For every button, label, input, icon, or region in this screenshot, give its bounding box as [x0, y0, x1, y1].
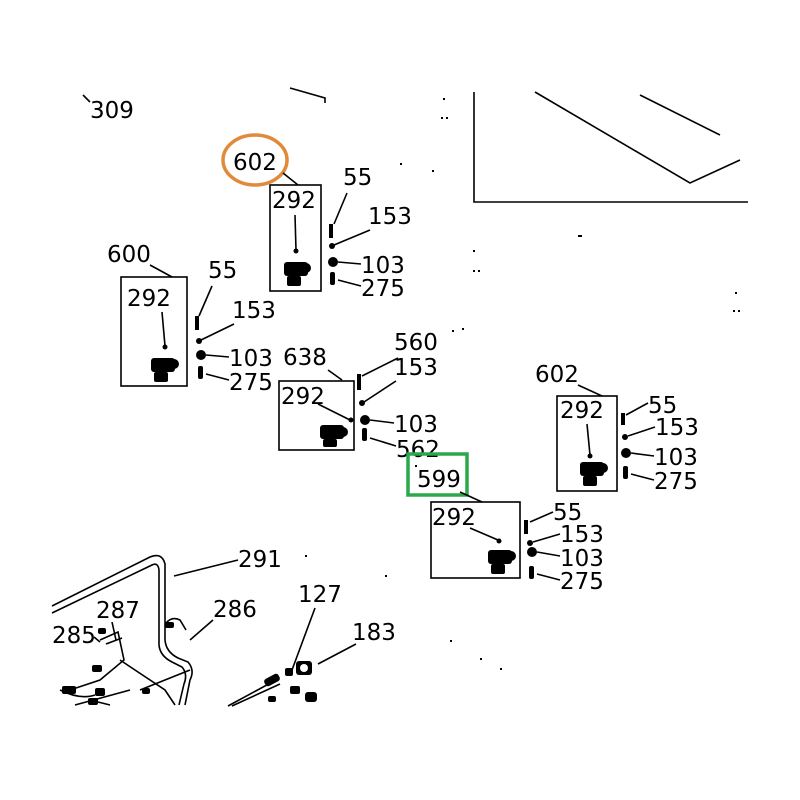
label-55-e: 55	[553, 500, 582, 526]
stray-dots	[305, 98, 740, 670]
label-292-b: 292	[127, 286, 171, 312]
label-153-a: 153	[368, 204, 412, 230]
box-600	[120, 276, 188, 387]
label-127: 127	[298, 582, 342, 608]
label-183: 183	[352, 620, 396, 646]
valve-d	[580, 462, 608, 486]
label-292-e: 292	[432, 505, 476, 531]
label-153-e: 153	[560, 522, 604, 548]
assembly-602-top: 602 292 55 153 103 275	[221, 133, 412, 302]
valve-c	[320, 425, 348, 447]
label-55-d: 55	[648, 393, 677, 419]
label-55-a: 55	[343, 165, 372, 191]
label-103-b: 103	[229, 346, 273, 372]
valve-e	[488, 550, 516, 574]
label-599: 599	[417, 467, 461, 493]
top-right-plate	[289, 87, 748, 203]
label-291: 291	[238, 547, 282, 573]
assembly-638: 638 292 560 153 103 562	[278, 330, 440, 463]
label-560: 560	[394, 330, 438, 356]
label-287: 287	[96, 598, 140, 624]
box-638	[278, 380, 355, 451]
label-292-d: 292	[560, 398, 604, 424]
fittings-127-183: 127 183	[268, 582, 396, 702]
label-275-b: 275	[229, 370, 273, 396]
piping-assembly: 291 287 286 285	[51, 547, 282, 707]
label-600: 600	[107, 242, 151, 268]
label-153-c: 153	[394, 355, 438, 381]
box-599	[430, 501, 521, 579]
label-285: 285	[52, 623, 96, 649]
label-55-b: 55	[208, 258, 237, 284]
box-602-right	[556, 395, 618, 492]
orange-highlight-circle	[221, 133, 289, 187]
assembly-600: 600 292 55 153 103 275	[107, 242, 276, 396]
label-638: 638	[283, 345, 327, 371]
box-602-top	[269, 184, 322, 292]
label-275-d: 275	[654, 469, 698, 495]
label-562: 562	[396, 437, 440, 463]
leader-309	[82, 94, 91, 103]
assembly-599: 599 292 55 153 103 275	[406, 452, 604, 595]
label-275-e: 275	[560, 569, 604, 595]
label-286: 286	[213, 597, 257, 623]
label-602-top: 602	[233, 150, 277, 176]
valve-a	[284, 262, 311, 286]
green-highlight-box	[406, 452, 469, 497]
label-275-a: 275	[361, 276, 405, 302]
label-292-a: 292	[272, 188, 316, 214]
label-153-b: 153	[232, 298, 276, 324]
label-292-c: 292	[281, 384, 325, 410]
label-103-a: 103	[361, 253, 405, 279]
label-309: 309	[90, 98, 134, 124]
label-103-e: 103	[560, 546, 604, 572]
label-153-d: 153	[655, 415, 699, 441]
valve-b	[151, 358, 179, 382]
assembly-602-right: 602 292 55 153 103 275	[535, 362, 699, 495]
label-103-c: 103	[394, 412, 438, 438]
label-103-d: 103	[654, 445, 698, 471]
label-602-right: 602	[535, 362, 579, 388]
